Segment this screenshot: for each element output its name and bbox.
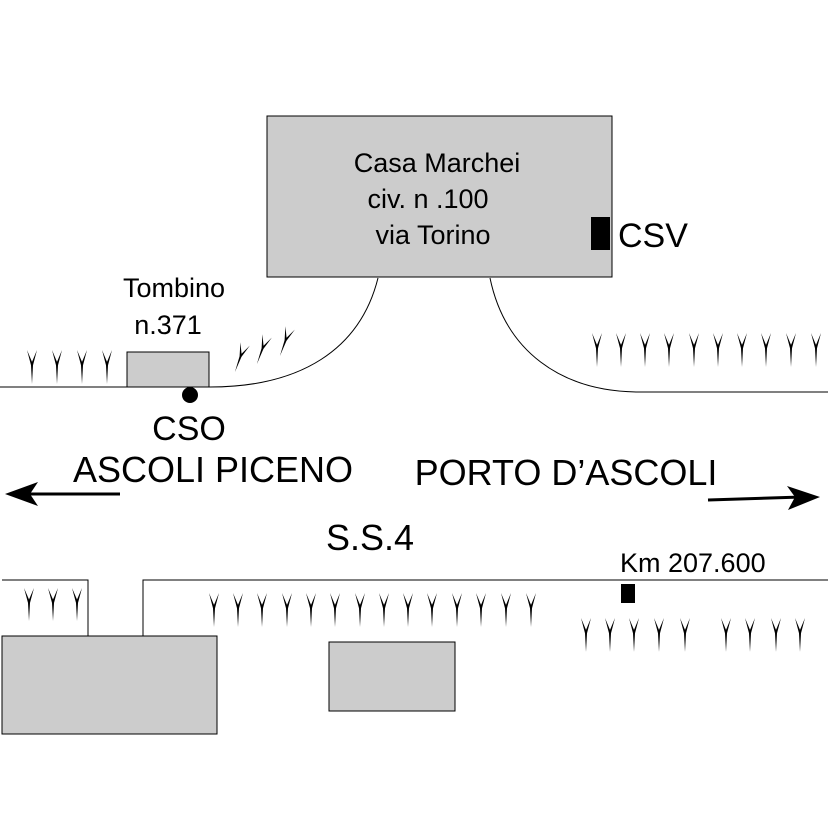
tree-icon <box>279 326 295 357</box>
km-marker-label: Km 207.600 <box>620 548 766 578</box>
csv-label: CSV <box>618 217 688 255</box>
cso-marker <box>182 387 198 403</box>
tree-icon <box>761 333 771 367</box>
tree-icon <box>403 593 413 627</box>
tree-icon <box>27 350 37 384</box>
tree-icon <box>209 593 219 627</box>
tree-icon <box>452 593 462 627</box>
direction-west-label: ASCOLI PICENO <box>73 449 353 490</box>
tree-icon <box>745 618 755 652</box>
tree-icon <box>616 333 626 367</box>
tree-icon <box>526 593 536 627</box>
tree-icon <box>771 618 781 652</box>
access-road-left-curve <box>209 277 379 388</box>
road-edge-south <box>2 579 828 636</box>
csv-marker <box>591 217 610 250</box>
tree-icon <box>629 618 639 652</box>
tree-icon <box>721 618 731 652</box>
direction-east-label: PORTO D’ASCOLI <box>415 452 718 493</box>
tree-icon <box>476 593 486 627</box>
arrow-right-icon <box>707 486 820 510</box>
tree-icon <box>379 593 389 627</box>
tree-icon <box>737 333 747 367</box>
tree-icon <box>102 350 112 384</box>
tree-icon <box>786 333 796 367</box>
tree-symbols <box>24 326 821 652</box>
tree-icon <box>680 618 690 652</box>
tree-icon <box>355 593 365 627</box>
tree-icon <box>282 593 292 627</box>
tree-icon <box>689 333 699 367</box>
tree-icon <box>795 618 805 652</box>
tree-icon <box>605 618 615 652</box>
tree-icon <box>640 333 650 367</box>
tree-icon <box>664 333 674 367</box>
tree-icon <box>77 350 87 384</box>
tree-icon <box>592 333 602 367</box>
tree-icon <box>330 593 340 627</box>
tree-icon <box>234 342 250 373</box>
tree-icon <box>501 593 511 627</box>
arrow-left-icon <box>5 482 120 506</box>
cso-label: CSO <box>152 410 226 448</box>
south-building-left <box>1 635 218 735</box>
tombino-number: n.371 <box>134 310 202 340</box>
tombino-box <box>126 351 210 388</box>
km-marker-post <box>621 584 635 603</box>
tree-icon <box>713 333 723 367</box>
tree-icon <box>811 333 821 367</box>
tree-icon <box>581 618 591 652</box>
tree-icon <box>427 593 437 627</box>
building-civic-number: civ. n .100 <box>367 184 488 214</box>
south-building-center <box>328 641 456 712</box>
tree-icon <box>306 593 316 627</box>
casa-marchei-building <box>266 115 613 278</box>
tree-icon <box>48 588 58 621</box>
road-name-label: S.S.4 <box>326 517 414 558</box>
building-name: Casa Marchei <box>354 148 521 178</box>
tree-icon <box>52 350 62 384</box>
tree-icon <box>654 618 664 652</box>
tree-icon <box>256 334 272 365</box>
tree-icon <box>257 593 267 627</box>
tombino-label: Tombino <box>123 273 225 303</box>
tree-icon <box>233 593 243 627</box>
tree-icon <box>72 588 82 621</box>
building-street: via Torino <box>375 220 490 250</box>
tree-icon <box>24 588 34 621</box>
access-road-right-curve <box>489 277 641 393</box>
